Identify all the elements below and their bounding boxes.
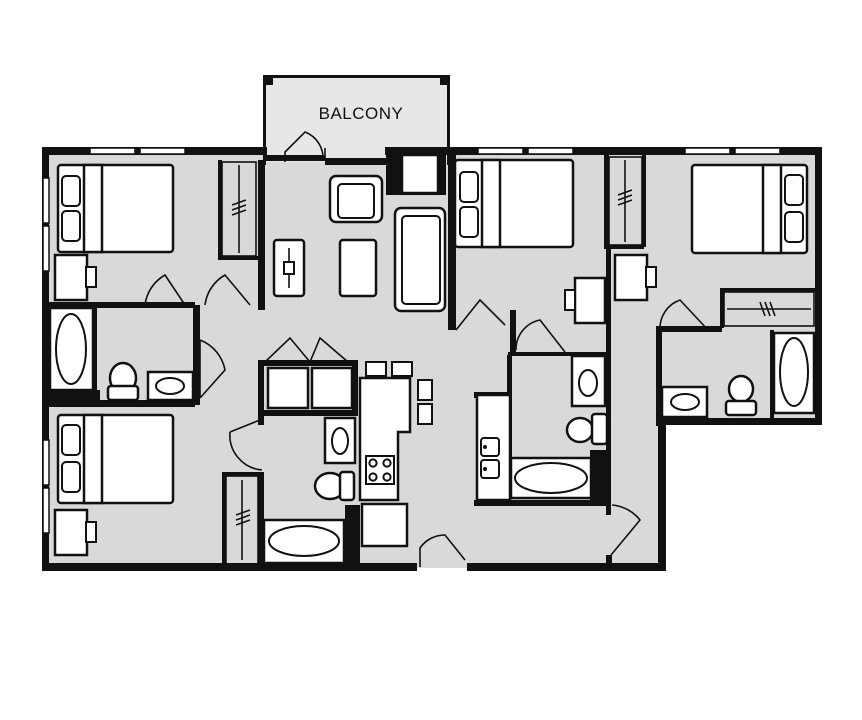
sink-middle [570, 354, 607, 408]
sink-right [660, 385, 709, 419]
hall-closet [266, 366, 354, 410]
bathtub-center [262, 518, 346, 565]
desk-top-left [53, 253, 97, 302]
kitchen-sink [475, 393, 512, 502]
windows [42, 147, 781, 534]
bed-bottom-left [56, 413, 175, 505]
toilet-right [724, 374, 758, 417]
armchair [328, 174, 384, 224]
balcony: BALCONY [263, 75, 450, 165]
toilet-left [106, 361, 140, 402]
coffee-table [338, 238, 378, 298]
doors [144, 131, 709, 567]
bed-top-left [56, 163, 175, 254]
sink-left [146, 370, 195, 402]
toilet-center [313, 470, 356, 502]
refrigerator [360, 502, 409, 548]
bar-stools [365, 361, 433, 425]
balcony-label: BALCONY [319, 104, 404, 123]
stove [365, 455, 395, 485]
bed-middle [453, 158, 575, 249]
side-table [272, 238, 306, 298]
bed-right [690, 163, 809, 255]
closet-top-left [221, 161, 257, 257]
bathtub-middle [509, 456, 593, 500]
interior-walls [45, 155, 820, 567]
closet-right [723, 291, 815, 327]
desk-bottom-left [53, 508, 97, 557]
sink-center [323, 416, 357, 465]
sofa [393, 206, 447, 313]
desk-right [613, 253, 657, 302]
tv-stand [400, 153, 440, 195]
bathtub-left [48, 306, 95, 392]
toilet-middle [565, 412, 609, 446]
bathtub-right [772, 331, 816, 415]
closet-bottom-left [225, 475, 259, 565]
closet-middle [608, 156, 643, 246]
desk-middle [564, 276, 607, 325]
